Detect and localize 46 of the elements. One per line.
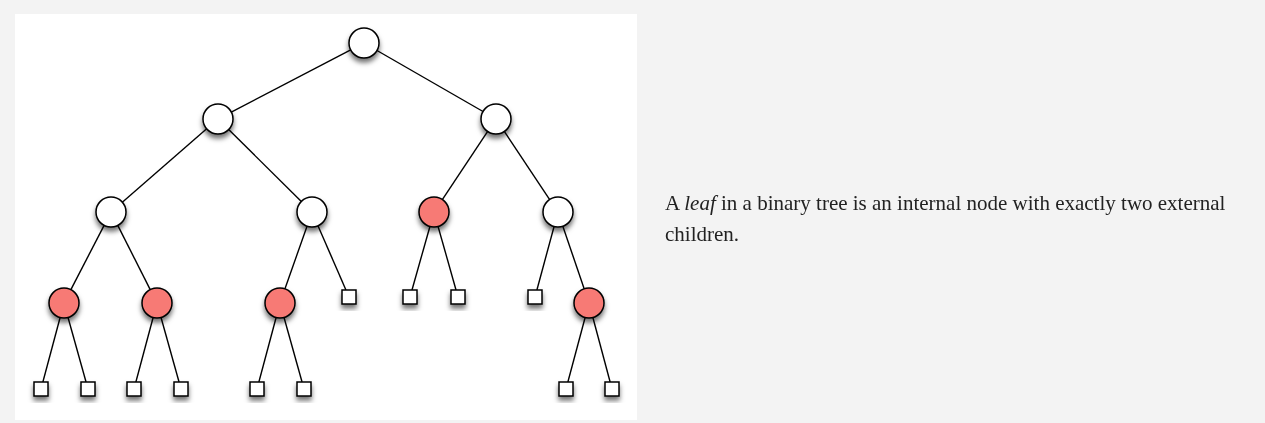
circle-node <box>542 196 574 228</box>
tree-edge <box>284 225 308 290</box>
tree-edge <box>160 316 180 383</box>
highlighted-circle-node <box>264 287 296 319</box>
tree-edge <box>437 225 457 291</box>
tree-edge <box>411 225 431 291</box>
tree-edge <box>67 316 87 383</box>
tree-edge <box>258 316 277 383</box>
square-node <box>126 381 142 397</box>
square-node <box>296 381 312 397</box>
tree-edge <box>376 49 484 113</box>
tree-edge <box>230 49 352 113</box>
square-node <box>173 381 189 397</box>
tree-edge <box>121 128 208 203</box>
tree-edge <box>117 224 151 291</box>
tree-edge <box>503 130 551 201</box>
highlighted-circle-node <box>141 287 173 319</box>
circle-node <box>348 27 380 59</box>
tree-edge <box>283 316 303 383</box>
square-node <box>341 289 357 305</box>
tree-edge <box>135 316 154 383</box>
tree-edge <box>567 316 586 383</box>
circle-node <box>95 196 127 228</box>
tree-edge <box>227 128 303 203</box>
definition-text: A leaf in a binary tree is an internal node with exactly two external children. <box>665 190 1227 248</box>
tree-edge <box>562 225 585 290</box>
circle-node <box>480 103 512 135</box>
square-node <box>80 381 96 397</box>
tree-edge <box>441 130 489 201</box>
circle-node <box>202 103 234 135</box>
square-node <box>558 381 574 397</box>
square-node <box>604 381 620 397</box>
highlighted-circle-node <box>418 196 450 228</box>
circle-node <box>296 196 328 228</box>
highlighted-circle-node <box>573 287 605 319</box>
square-node <box>527 289 543 305</box>
square-node <box>402 289 418 305</box>
square-node <box>450 289 466 305</box>
square-node <box>33 381 49 397</box>
square-node <box>249 381 265 397</box>
tree-edge <box>536 225 555 291</box>
highlighted-circle-node <box>48 287 80 319</box>
tree-edge <box>317 225 347 291</box>
tree-edge <box>592 316 611 383</box>
tree-edge <box>42 316 61 383</box>
tree-edge <box>70 224 105 291</box>
